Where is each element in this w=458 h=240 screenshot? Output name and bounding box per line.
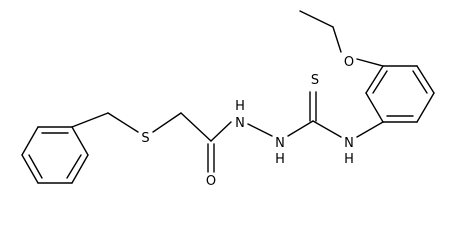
atom-N3: N H — [344, 136, 354, 167]
bond-ethyl — [299, 10, 334, 28]
bond-aryl-ring — [365, 92, 384, 123]
atom-N1: H N — [235, 99, 245, 131]
bond-ch2-s — [107, 112, 139, 133]
atom-N1-N: N — [235, 116, 245, 131]
bond-benzyl-ch2 — [71, 112, 109, 128]
bond-benzyl-ring — [71, 154, 89, 184]
bond-o-ch2 — [332, 26, 342, 53]
bond-benzyl-ring-double — [66, 154, 82, 179]
bond-carbonyl-n1 — [210, 121, 232, 142]
bond-benzyl-ring — [21, 154, 39, 184]
molecule-canvas: S O H N N H S N H O — [21, 10, 435, 189]
bond-aryl-ring — [416, 65, 435, 94]
bond-n3-aryl — [356, 121, 384, 138]
bond-s-ch2 — [152, 112, 182, 133]
bond-aryl-ring — [365, 65, 384, 94]
atom-N2-H: H — [275, 152, 285, 167]
atom-N2: N H — [275, 136, 285, 167]
bond-benzyl-ring — [21, 126, 39, 156]
bond-n2-thiocarbonyl — [287, 120, 314, 137]
atom-N2-N: N — [275, 136, 285, 151]
atom-N3-N: N — [344, 136, 354, 151]
atom-S-thione: S — [311, 73, 319, 88]
bond-n1-n2 — [247, 123, 273, 137]
atom-S-thioether: S — [141, 131, 149, 146]
atom-O-ether: O — [344, 55, 354, 70]
atom-O-carbonyl: O — [206, 174, 216, 189]
bond-benzyl-ring-double — [28, 154, 43, 179]
bond-aryl-ring-double — [372, 70, 388, 94]
bond-aryl-ring — [416, 92, 435, 123]
bond-thiocarbonyl-n3 — [312, 120, 342, 138]
bond-benzyl-ring — [71, 126, 89, 156]
bond-aryl-ring-double — [412, 70, 428, 94]
molecule-structure: S O H N N H S N H O — [21, 10, 435, 189]
bond-ch2-carbonyl — [180, 112, 212, 142]
atom-N3-H: H — [344, 152, 354, 167]
bond-aryl-o — [356, 58, 384, 67]
atom-N1-H: H — [235, 99, 245, 114]
